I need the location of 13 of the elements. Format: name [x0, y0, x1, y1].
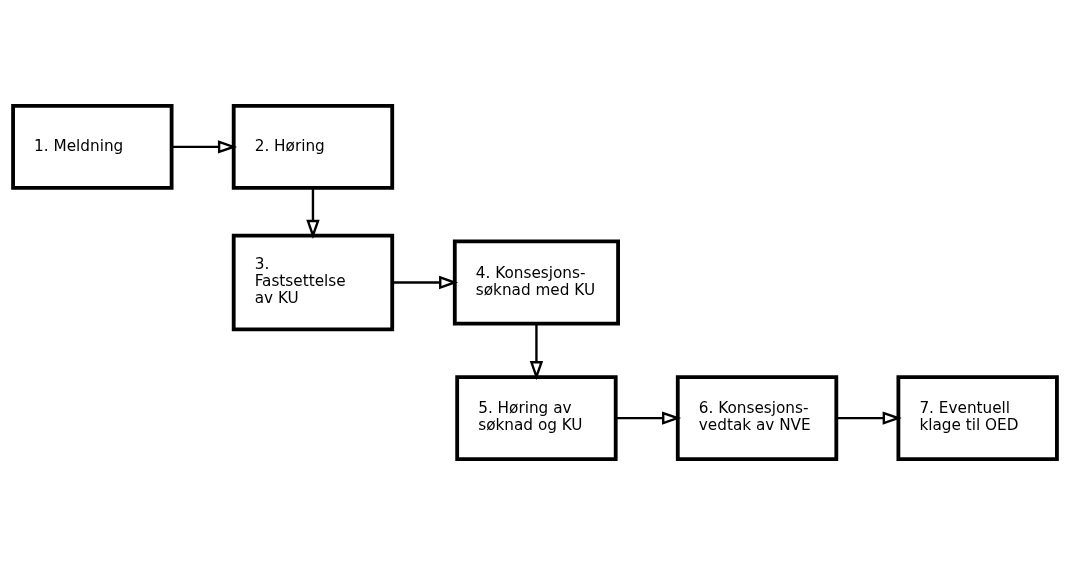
node-box: 5. Høring av søknad og KU: [455, 375, 618, 462]
node-box: 6. Konsesjons-vedtak av NVE: [675, 375, 839, 462]
arrow: [392, 275, 459, 290]
node-box: 1. Meldning: [11, 103, 174, 190]
arrow: [171, 140, 238, 154]
arrow: [836, 411, 902, 425]
node-box: 3. Fastsettelse av KU: [231, 233, 395, 332]
arrow: [615, 411, 682, 425]
node-box: 4. Konsesjons-søknad med KU: [452, 239, 620, 326]
node-box: 2. Høring: [231, 103, 395, 190]
arrow: [529, 323, 544, 381]
arrow: [306, 187, 320, 239]
node-box: 7. Eventuell klage til OED: [896, 375, 1059, 462]
